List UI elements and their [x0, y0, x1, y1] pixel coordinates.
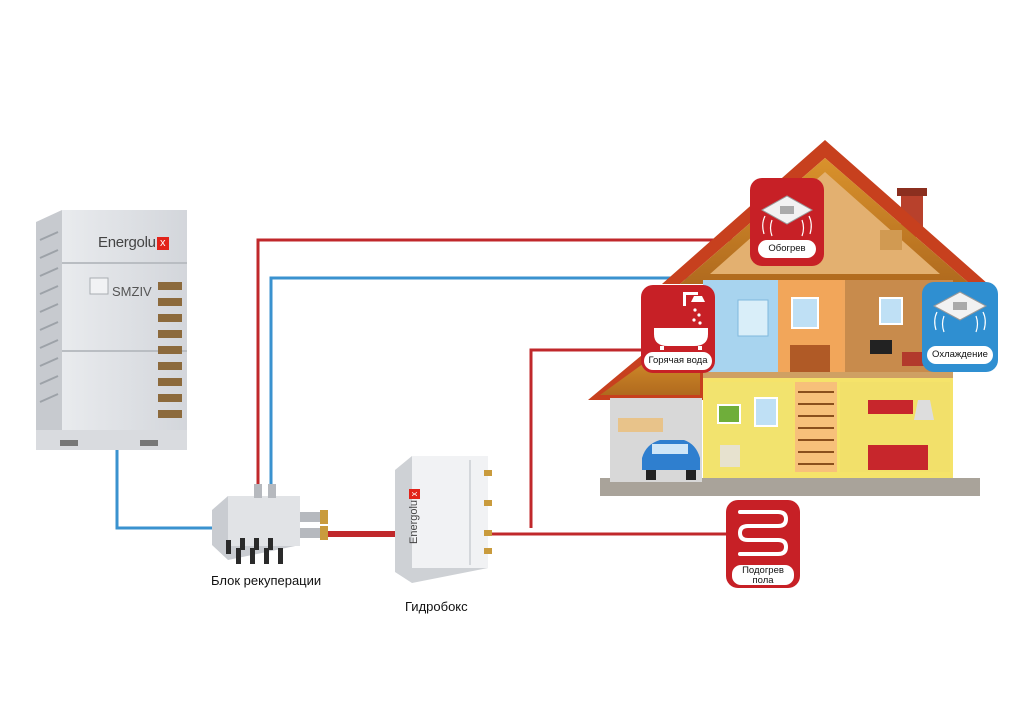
outdoor-unit-model: SMZIV: [112, 284, 152, 299]
car: [642, 440, 700, 480]
hydrobox-unit: [395, 456, 492, 583]
badge-floor-heating-line2: пола: [752, 575, 774, 586]
badge-heating-label: Обогрев: [768, 243, 806, 254]
outdoor-unit: [36, 210, 187, 450]
badge-hot-water-label: Горячая вода: [648, 355, 708, 366]
badge-hot-water: [641, 285, 715, 373]
heat-recovery-block: [212, 484, 328, 564]
house-illustration: [588, 140, 988, 496]
recovery-block-label: Блок рекуперации: [211, 573, 322, 588]
main-roof: [662, 140, 988, 284]
hydrobox-brand: Energolux: [408, 464, 420, 544]
ceiling-cassette-icon: [932, 291, 988, 333]
badge-heating: [750, 178, 824, 266]
house-foundation: [600, 478, 980, 496]
hydrobox-label: Гидробокс: [405, 599, 468, 614]
hydrobox-brand-text: Energolu: [408, 499, 420, 544]
bath-shower-icon: [654, 292, 708, 350]
badge-cooling-label: Охлаждение: [932, 349, 988, 360]
outdoor-unit-brand-text: Energolu: [98, 234, 156, 251]
pipe-blue-outdoor-to-recovery: [115, 447, 222, 530]
floor-coil-icon: [737, 510, 789, 556]
hydrobox-brand-mark: x: [409, 488, 420, 499]
outdoor-unit-brand-mark: x: [156, 237, 169, 250]
pipe-red-to-hot-water: [529, 348, 645, 528]
badge-floor-heating-label: Подогрев пола: [732, 566, 794, 586]
ceiling-cassette-icon: [760, 195, 814, 237]
badge-cooling: [922, 282, 998, 372]
badge-floor-heating-line1: Подогрев: [742, 565, 784, 576]
pipe-red-to-heating: [256, 238, 755, 490]
badge-floor-heating: [726, 500, 800, 588]
